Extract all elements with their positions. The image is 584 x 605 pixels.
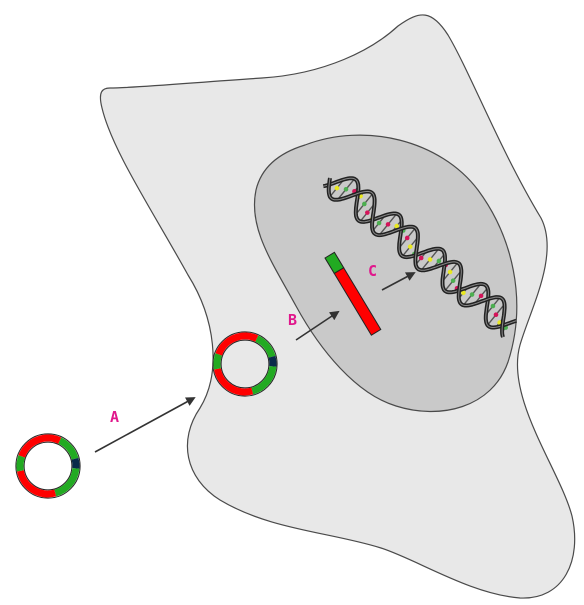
nucleus	[253, 134, 518, 413]
linear-dna-fragment-icon	[324, 251, 382, 336]
step-label-c: C	[368, 262, 377, 280]
step-label-b: B	[288, 311, 297, 329]
plasmid-inside-icon	[212, 331, 278, 397]
plasmid-outside-icon	[15, 433, 81, 499]
arrow-b	[295, 310, 340, 341]
arrow-c	[381, 272, 416, 291]
arrow-a	[94, 397, 196, 453]
chromosome-double-helix-icon	[322, 176, 517, 338]
step-label-a: A	[110, 408, 119, 426]
